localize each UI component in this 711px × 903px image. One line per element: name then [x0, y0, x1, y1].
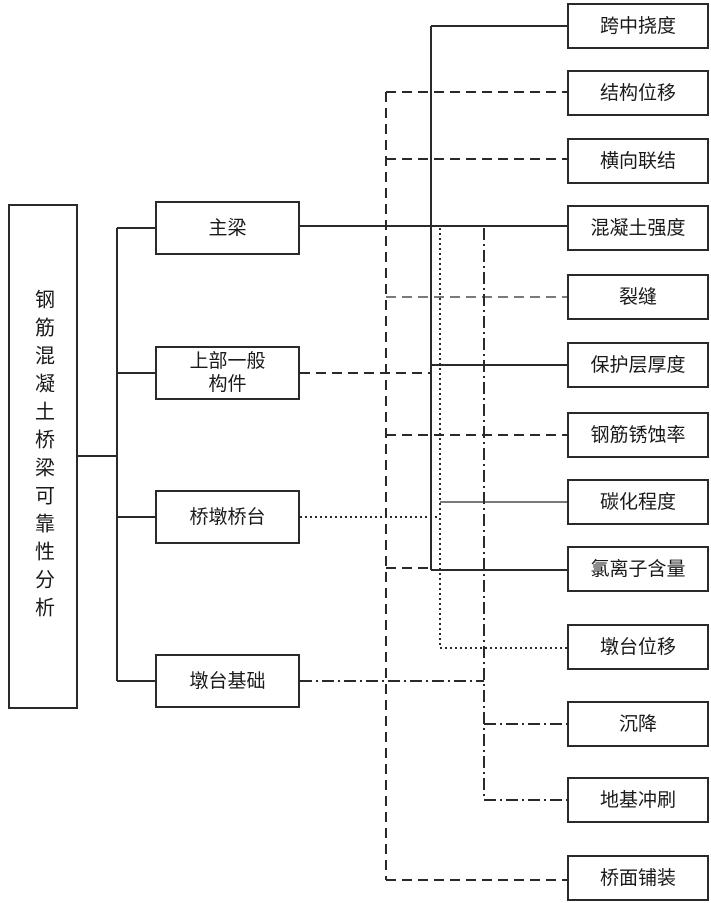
indicator-deck-pavement: 桥面铺装 — [567, 855, 709, 901]
indicator-label: 结构位移 — [599, 81, 676, 104]
indicator-label: 氯离子含量 — [590, 557, 686, 580]
indicator-label: 桥面铺装 — [599, 866, 676, 889]
indicator-midspan-deflection: 跨中挠度 — [567, 3, 709, 49]
indicator-label: 横向联结 — [599, 149, 676, 172]
indicator-structural-displacement: 结构位移 — [567, 70, 709, 116]
component-label: 墩台基础 — [189, 669, 266, 692]
indicator-chloride-content: 氯离子含量 — [567, 546, 709, 592]
component-main-girder: 主梁 — [155, 201, 300, 255]
pier-abutment-links — [300, 228, 567, 649]
indicator-rebar-corrosion: 钢筋锈蚀率 — [567, 412, 709, 458]
component-foundation: 墩台基础 — [155, 654, 300, 708]
component-pier-abutment: 桥墩桥台 — [155, 490, 300, 544]
foundation-links — [300, 228, 567, 801]
indicator-carbonation: 碳化程度 — [567, 479, 709, 525]
upper-members-links — [300, 91, 567, 881]
indicator-label: 碳化程度 — [599, 490, 676, 513]
indicator-transverse-connection: 横向联结 — [567, 138, 709, 184]
indicator-settlement: 沉降 — [567, 701, 709, 747]
component-upper-members: 上部一般 构件 — [155, 346, 300, 400]
component-label: 上部一般 构件 — [189, 350, 266, 395]
indicator-cover-thickness: 保护层厚度 — [567, 342, 709, 388]
indicator-foundation-scour: 地基冲刷 — [567, 777, 709, 823]
indicator-pier-displacement: 墩台位移 — [567, 624, 709, 670]
root-label: 钢筋混凝土桥梁可靠性分析 — [31, 288, 56, 625]
indicator-label: 地基冲刷 — [599, 788, 676, 811]
indicator-label: 墩台位移 — [599, 635, 676, 658]
indicator-label: 保护层厚度 — [590, 353, 686, 376]
indicator-label: 裂缝 — [618, 285, 657, 308]
component-label: 桥墩桥台 — [189, 505, 266, 528]
root-node: 钢筋混凝土桥梁可靠性分析 — [8, 204, 78, 709]
component-label: 主梁 — [208, 216, 247, 239]
indicator-label: 沉降 — [618, 712, 657, 735]
indicator-cracks: 裂缝 — [567, 274, 709, 320]
indicator-label: 钢筋锈蚀率 — [590, 423, 686, 446]
indicator-label: 跨中挠度 — [599, 14, 676, 37]
indicator-concrete-strength: 混凝土强度 — [567, 205, 709, 251]
main-girder-links — [300, 25, 567, 571]
indicator-label: 混凝土强度 — [590, 216, 686, 239]
